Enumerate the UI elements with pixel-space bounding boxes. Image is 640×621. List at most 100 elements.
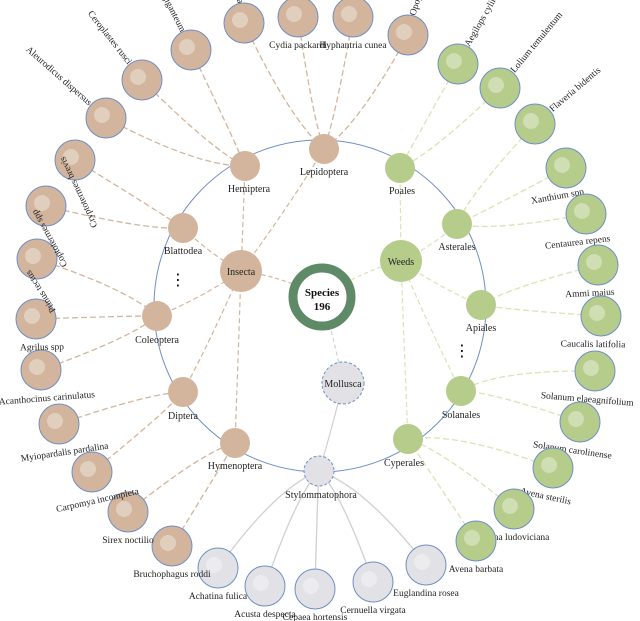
species-node-eulecanium-giganteum: Eulecanium giganteum bbox=[138, 0, 211, 70]
order-node-apiales bbox=[466, 290, 496, 320]
species-photo-inner bbox=[47, 413, 63, 429]
species-node-acanthocinus-carinulatus: Acanthocinus carinulatus bbox=[0, 350, 96, 408]
species-photo-inner bbox=[179, 39, 195, 55]
order-node-coleoptera bbox=[142, 301, 172, 331]
species-photo-inner bbox=[541, 457, 557, 473]
order-link bbox=[235, 271, 241, 443]
species-node-caucalis-latifolia: Caucalis latifolia bbox=[561, 296, 627, 350]
species-node-bruchophagus-roddi: Bruchophagus roddi bbox=[133, 526, 211, 580]
group-label-insecta: Insecta bbox=[227, 267, 256, 278]
order-label-apiales: Apiales bbox=[466, 323, 497, 334]
species-photo-inner bbox=[574, 203, 590, 219]
species-photo-inner bbox=[502, 498, 518, 514]
species-photo-inner bbox=[586, 254, 602, 270]
species-photo-inner bbox=[361, 571, 377, 587]
species-label: Bruchophagus roddi bbox=[133, 570, 211, 580]
species-photo-inner bbox=[414, 554, 430, 570]
species-link bbox=[319, 471, 426, 565]
species-photo-inner bbox=[253, 575, 269, 591]
species-photo-inner bbox=[568, 411, 584, 427]
species-label: Eulecanium giganteum bbox=[138, 0, 187, 34]
species-photo-inner bbox=[589, 305, 605, 321]
species-node-aleurodicus-dispersus: Aleurodicus dispersus bbox=[23, 45, 126, 138]
species-node-hyphantria-cunea: Hyphantria cunea bbox=[319, 0, 387, 51]
species-photo-inner bbox=[523, 113, 539, 129]
species-link bbox=[324, 35, 408, 149]
species-link bbox=[218, 471, 319, 568]
species-photo-inner bbox=[130, 69, 146, 85]
species-label: Acanthocinus carinulatus bbox=[0, 390, 96, 408]
order-node-diptera bbox=[168, 377, 198, 407]
order-node-blattodea bbox=[168, 213, 198, 243]
species-photo-inner bbox=[341, 6, 357, 22]
species-link bbox=[408, 438, 553, 468]
species-label: Achatina fulica bbox=[189, 591, 248, 602]
species-link bbox=[46, 206, 183, 228]
species-label: Acusta despecta bbox=[234, 610, 296, 620]
species-photo-inner bbox=[554, 157, 570, 173]
species-photo-inner bbox=[80, 461, 96, 477]
order-label-blattodea: Blattodea bbox=[164, 246, 203, 257]
species-node-choristoneura-fumiferana: Choristoneura fumiferana bbox=[210, 0, 264, 43]
order-node-solanales bbox=[446, 376, 476, 406]
species-node-lolium-temulentum: Lolium temulentum bbox=[480, 10, 565, 108]
species-photo-inner bbox=[286, 6, 302, 22]
species-photo-inner bbox=[446, 53, 462, 69]
order-label-coleoptera: Coleoptera bbox=[135, 335, 179, 346]
species-photo-inner bbox=[24, 308, 40, 324]
order-node-asterales bbox=[442, 209, 472, 239]
species-label: Sirex noctilio bbox=[102, 536, 154, 546]
species-label: Lolium temulentum bbox=[509, 10, 565, 75]
order-node-hemiptera bbox=[230, 151, 260, 181]
species-label: Aegilops cylindrica bbox=[463, 0, 509, 48]
order-label-hymenoptera: Hymenoptera bbox=[208, 461, 263, 472]
species-label: Avena barbata bbox=[449, 565, 504, 575]
species-label: Agrilus spp bbox=[20, 343, 64, 354]
species-node-avena-barbata: Avena barbata bbox=[449, 521, 504, 575]
species-photo-inner bbox=[160, 535, 176, 551]
order-node-poales bbox=[385, 153, 415, 183]
species-photo-inner bbox=[464, 530, 480, 546]
order-label-asterales: Asterales bbox=[438, 242, 475, 253]
order-node-hymenoptera bbox=[220, 428, 250, 458]
order-node-lepidoptera bbox=[309, 134, 339, 164]
center-node: Species 196 bbox=[293, 268, 351, 326]
center-title: Species bbox=[305, 287, 340, 299]
species-photo-inner bbox=[396, 24, 412, 40]
order-label-stylommatophora: Stylommatophora bbox=[285, 490, 357, 501]
species-node-opogona-sacchari: Opogona sacchari bbox=[388, 0, 439, 55]
species-label: Hyphantria cunea bbox=[319, 41, 387, 51]
species-label: Flaveria bidentis bbox=[548, 66, 603, 115]
species-label: Aleurodicus dispersus bbox=[23, 45, 93, 108]
order-label-diptera: Diptera bbox=[168, 411, 199, 422]
left-ellipsis: ⋮ bbox=[170, 270, 186, 289]
species-photo-inner bbox=[303, 578, 319, 594]
species-photo-inner bbox=[488, 77, 504, 93]
order-node-stylommatophora bbox=[304, 456, 334, 486]
species-photo-inner bbox=[232, 12, 248, 28]
species-label: Cernuella virgata bbox=[340, 606, 406, 616]
right-ellipsis: ⋮ bbox=[454, 341, 470, 360]
species-label: Caucalis latifolia bbox=[561, 339, 627, 351]
species-link bbox=[106, 118, 245, 166]
order-label-solanales: Solanales bbox=[442, 410, 480, 421]
species-photo-inner bbox=[116, 501, 132, 517]
order-label-lepidoptera: Lepidoptera bbox=[300, 167, 349, 178]
order-label-hemiptera: Hemiptera bbox=[228, 184, 271, 195]
group-label-mollusca: Mollusca bbox=[324, 379, 362, 390]
species-label: Opogona sacchari bbox=[408, 0, 439, 17]
order-label-cyperales: Cyperales bbox=[384, 458, 424, 469]
species-node-flaveria-bidentis: Flaveria bidentis bbox=[515, 66, 603, 144]
species-label: Euglandina rosea bbox=[393, 589, 459, 599]
order-label-poales: Poales bbox=[389, 186, 415, 197]
group-label-weeds: Weeds bbox=[388, 257, 415, 268]
species-node-solanum-elaeagnifolium: Solanum elaeagnifolium bbox=[540, 351, 634, 409]
species-photo-inner bbox=[583, 360, 599, 376]
species-photo-inner bbox=[29, 359, 45, 375]
species-node-ceroplastes-rusci: Ceroplastes rusci bbox=[85, 9, 162, 100]
species-node-ammi-majus: Ammi majus bbox=[565, 245, 618, 300]
species-photo-inner bbox=[94, 107, 110, 123]
order-link bbox=[401, 261, 408, 439]
species-photo-inner bbox=[34, 195, 50, 211]
